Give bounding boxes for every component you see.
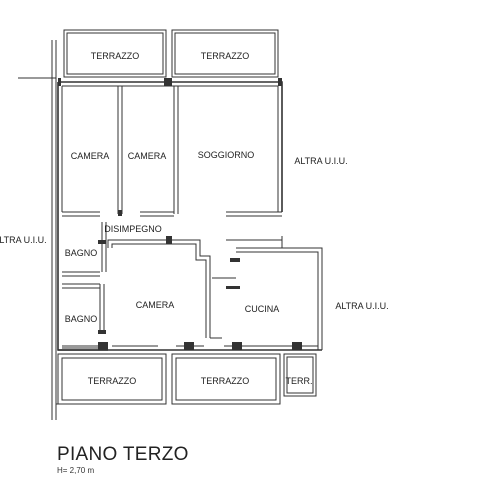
partitions-bathrooms — [62, 222, 107, 349]
label-disimpegno: DISIMPEGNO — [104, 224, 162, 234]
label-soggiorno: SOGGIORNO — [198, 150, 255, 160]
plan-height: H= 2,70 m — [57, 466, 95, 475]
partitions-middle — [107, 236, 323, 350]
label-altra-uiu-left: ALTRA U.I.U. — [0, 235, 47, 245]
label-altra-uiu-right-bottom: ALTRA U.I.U. — [335, 301, 388, 311]
label-terrazzo-top-left: TERRAZZO — [91, 51, 140, 61]
label-terrazzo-top-right: TERRAZZO — [201, 51, 250, 61]
plan-title: PIANO TERZO — [57, 444, 189, 465]
label-terrazzo-bottom-left: TERRAZZO — [88, 376, 137, 386]
label-bagno-1: BAGNO — [65, 248, 98, 258]
label-terr-small: TERR. — [286, 376, 313, 386]
label-camera-3: CAMERA — [136, 300, 175, 310]
site-boundary-line — [18, 40, 57, 420]
label-altra-uiu-right-top: ALTRA U.I.U. — [294, 156, 347, 166]
label-terrazzo-bottom-right: TERRAZZO — [201, 376, 250, 386]
balcony-top-left — [63, 29, 167, 78]
balcony-bottom-right — [171, 353, 281, 405]
label-camera-1: CAMERA — [71, 151, 110, 161]
label-cucina: CUCINA — [245, 304, 280, 314]
balcony-top-right — [171, 29, 279, 78]
balcony-bottom-small — [283, 353, 317, 397]
label-bagno-2: BAGNO — [65, 314, 98, 324]
label-camera-2: CAMERA — [128, 151, 167, 161]
partitions-upper — [62, 86, 282, 217]
facade-bottom — [58, 342, 322, 351]
